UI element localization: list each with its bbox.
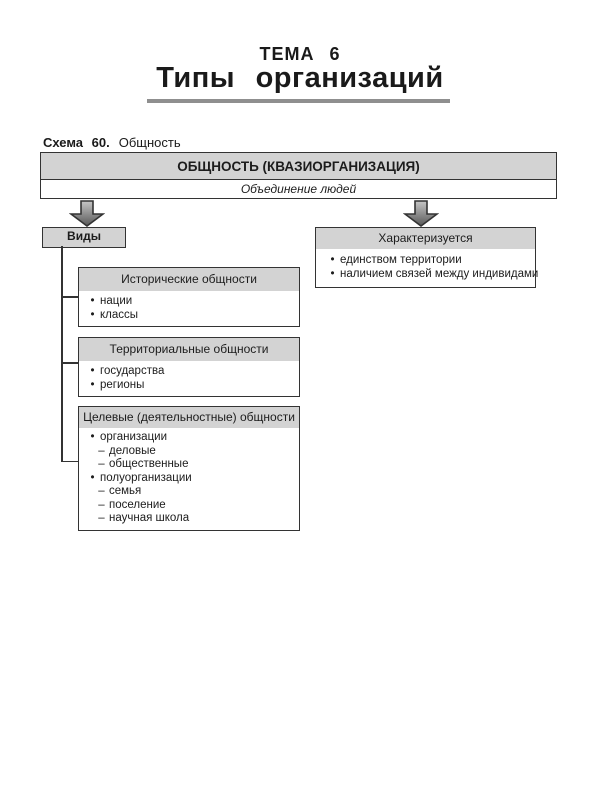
page-title: Типы организаций	[156, 62, 444, 94]
down-arrow-icon	[403, 200, 439, 227]
down-arrow-icon	[69, 200, 105, 227]
root-box-community: ОБЩНОСТЬ (КВАЗИОРГАНИЗАЦИЯ) Объединение …	[40, 152, 557, 199]
characteristics-header: Характеризуется	[316, 228, 535, 249]
dash-marker: –	[98, 458, 105, 470]
list-item: • наличием связей между индивидами	[318, 267, 538, 281]
list-item: – общественные	[98, 458, 189, 470]
bullet-marker: •	[90, 431, 95, 443]
dash-marker: –	[98, 485, 105, 497]
group-body: • нации • классы	[79, 291, 299, 326]
list-item: • государства	[79, 364, 297, 378]
group-header: Целевые (деятельностные) общности	[79, 407, 299, 428]
root-box-subtitle: Объединение людей	[240, 182, 357, 196]
title-underline	[147, 99, 450, 103]
list-item: – семья	[98, 485, 142, 497]
scheme-caption: Схема 60. Общность	[43, 135, 181, 150]
group-body: • организации – деловые – общественные •…	[79, 428, 299, 530]
list-item: • полуорганизации	[79, 472, 297, 486]
scheme-number: Схема 60.	[43, 135, 110, 150]
list-item: • регионы	[79, 378, 297, 392]
theme-label: ТЕМА 6	[259, 44, 341, 64]
group-header: Исторические общности	[79, 268, 299, 291]
group-box-territorial: Территориальные общности • государства •…	[78, 337, 300, 397]
bullet-marker: •	[90, 365, 95, 377]
list-item: • единством территории	[318, 253, 531, 267]
connector-stub-2	[61, 362, 79, 364]
list-item: • нации	[79, 294, 297, 308]
group-box-target: Целевые (деятельностные) общности • орга…	[78, 406, 300, 531]
connector-stub-1	[61, 296, 79, 298]
dash-marker: –	[98, 512, 105, 524]
bullet-marker: •	[90, 379, 95, 391]
characteristics-body: • единством территории • наличием связей…	[316, 249, 538, 287]
bullet-marker: •	[90, 471, 95, 484]
connector-stub-3	[61, 460, 79, 462]
bullet-marker: •	[330, 268, 335, 280]
characteristics-box: Характеризуется • единством территории •…	[315, 227, 538, 288]
scheme-name: Общность	[118, 135, 181, 150]
group-box-historical: Исторические общности • нации • классы	[78, 267, 300, 327]
root-box-title: ОБЩНОСТЬ (КВАЗИОРГАНИЗАЦИЯ)	[41, 153, 556, 180]
list-item: • классы	[79, 308, 297, 322]
bullet-marker: •	[330, 254, 335, 266]
types-box: Виды	[42, 227, 126, 248]
bullet-marker: •	[90, 295, 95, 307]
list-item: – деловые	[98, 444, 156, 457]
group-header: Территориальные общности	[79, 338, 299, 361]
list-item: – поселение	[98, 498, 166, 511]
dash-marker: –	[98, 444, 105, 457]
list-item: – научная школа	[98, 512, 190, 524]
connector-line-vertical	[61, 246, 63, 462]
dash-marker: –	[98, 498, 105, 511]
group-body: • государства • регионы	[79, 361, 299, 396]
list-item: • организации	[79, 431, 297, 445]
bullet-marker: •	[90, 309, 95, 321]
